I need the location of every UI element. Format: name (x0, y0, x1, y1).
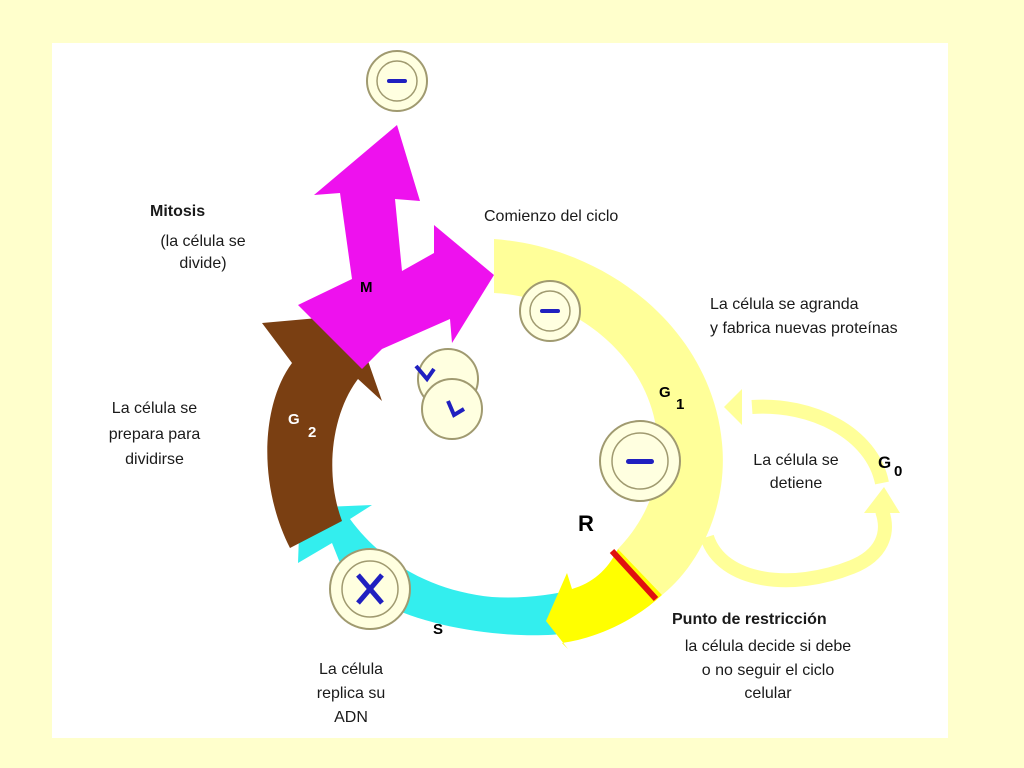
g1-phase-arc (494, 239, 723, 595)
cell-dividing (414, 348, 483, 440)
prepara-line-2: prepara para (108, 426, 201, 443)
comienzo-label: Comienzo del ciclo (484, 208, 619, 225)
prepara-line-3: dividirse (125, 451, 184, 468)
m-phase-arrows (298, 125, 494, 369)
cell-top (366, 50, 428, 112)
punto-title: Punto de restricción (672, 611, 827, 628)
phase-m-label: M (360, 279, 373, 296)
phase-g0-sub: 0 (894, 463, 903, 480)
replica-line-2: replica su (316, 685, 386, 702)
g0-loop-arrowhead-left (724, 389, 742, 425)
g0-loop-arrow (700, 508, 892, 588)
cell-cycle-diagram (262, 50, 900, 649)
cell-g1-large (599, 420, 681, 502)
g0-loop-top-arc (751, 399, 889, 485)
restriction-point-line (609, 548, 659, 602)
diagram-panel: Mitosis (la célula se divide) Comienzo d… (52, 43, 948, 738)
replica-line-3: ADN (334, 709, 368, 726)
g0-loop-arrowhead-right (864, 487, 900, 513)
phase-g2-letter: G (288, 411, 300, 428)
agranda-line-1: La célula se agranda (710, 296, 859, 313)
cell-g1-start (519, 280, 581, 342)
phase-g0-letter: G (878, 453, 892, 472)
cell-s-phase (329, 548, 411, 630)
punto-desc-2: o no seguir el ciclo (701, 662, 835, 679)
phase-g1-letter: G (659, 384, 671, 401)
detiene-line-2: detiene (769, 475, 823, 492)
mitosis-desc-1: (la célula se (160, 233, 246, 250)
s-phase-arc (298, 505, 577, 636)
phase-g1-sub: 1 (676, 396, 685, 413)
mitosis-desc-2: divide) (179, 255, 227, 272)
detiene-line-1: La célula se (753, 452, 839, 469)
restriction-r-label: R (578, 511, 594, 536)
phase-s-label: S (433, 621, 444, 638)
punto-desc-1: la célula decide si debe (684, 638, 852, 655)
agranda-line-2: y fabrica nuevas proteínas (710, 320, 898, 337)
punto-desc-3: celular (744, 685, 792, 702)
phase-g2-sub: 2 (308, 424, 317, 441)
replica-line-1: La célula (318, 661, 384, 678)
mitosis-title: Mitosis (150, 203, 206, 220)
g2-phase-arc (262, 315, 382, 548)
prepara-line-1: La célula se (111, 400, 198, 417)
